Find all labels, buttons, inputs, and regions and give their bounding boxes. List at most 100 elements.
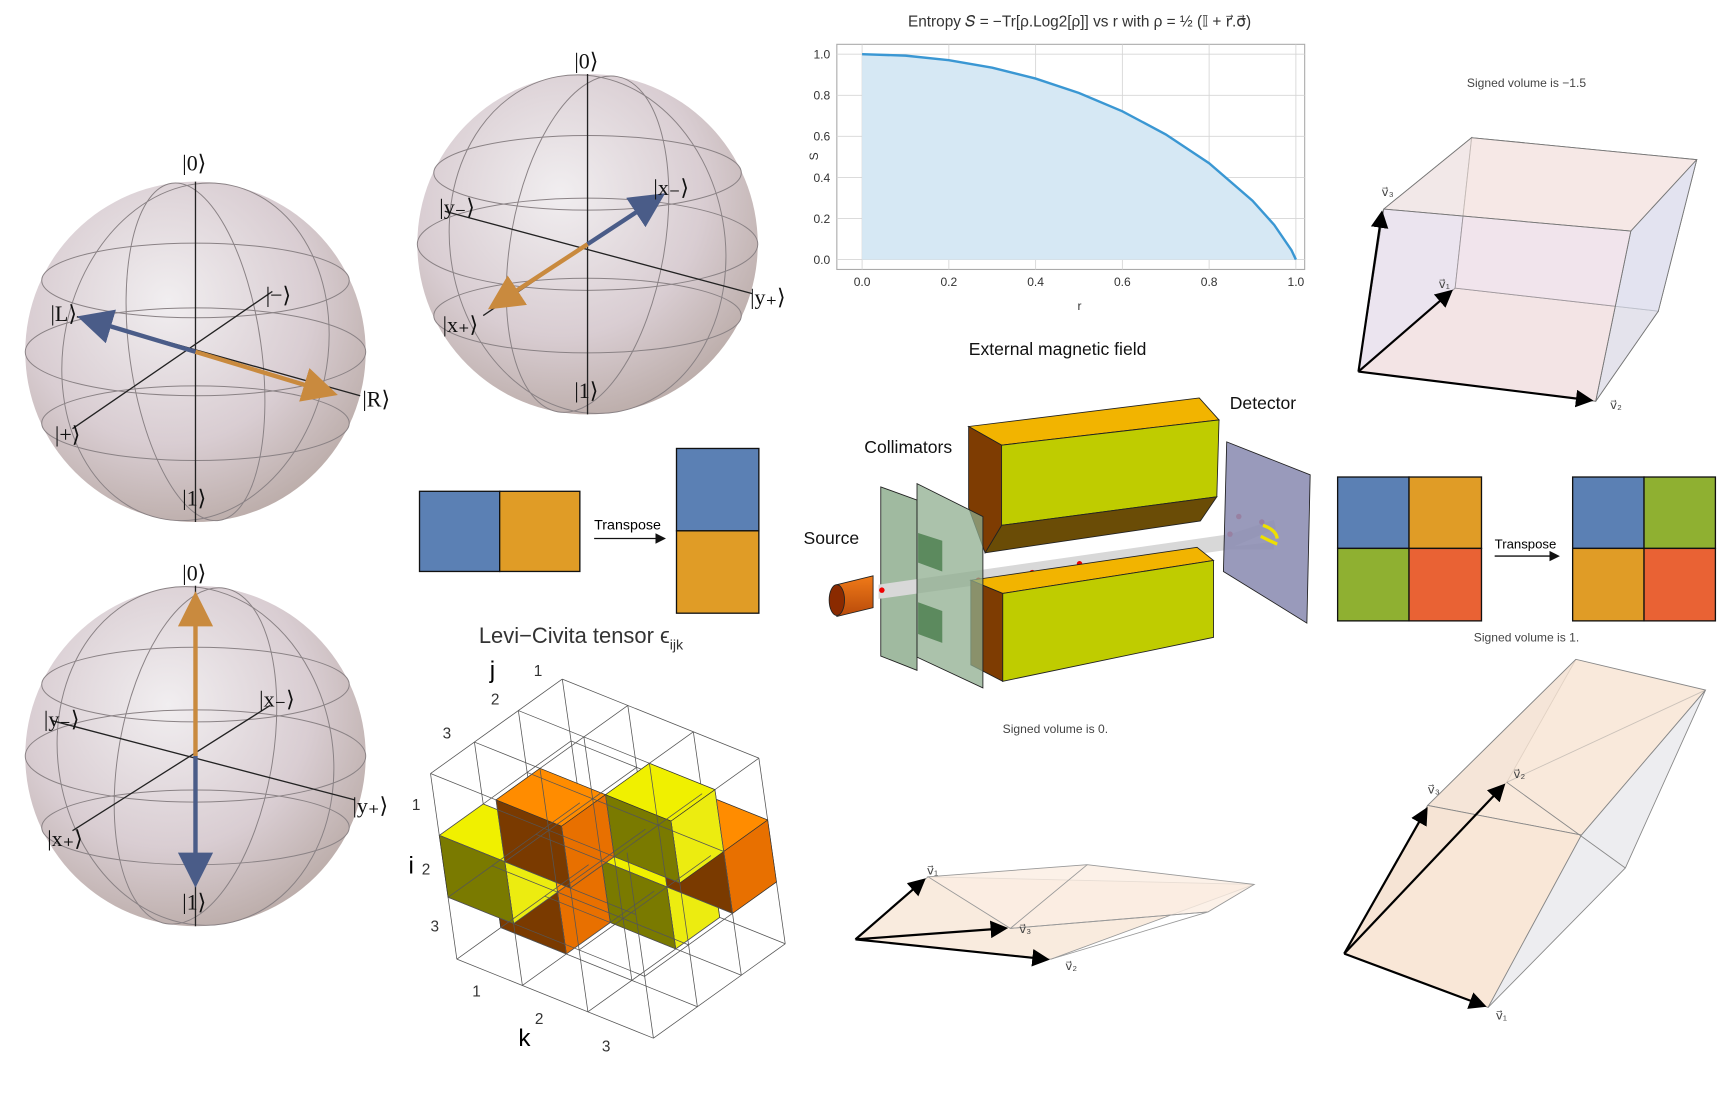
bloch-sphere-2: |0⟩ |1⟩ |y₋⟩ |y₊⟩ |x₋⟩ |x₊⟩ [416,48,786,415]
matrix-cell-11-transposed [1571,476,1645,550]
axis-i-label: i [409,852,414,879]
transpose-label: Transpose [1495,536,1557,551]
ket-x-plus-label: |x₊⟩ [443,312,479,337]
grid-line [583,736,611,923]
grid-line [670,821,698,1007]
i-tick-3: 3 [431,919,440,936]
x-tick-label: 0.8 [1201,275,1218,289]
grid-line [714,789,742,976]
vector-v2-arrow [1358,370,1594,408]
k-tick-2: 2 [535,1011,544,1028]
grid-line [491,865,689,946]
parallelepiped-negative-volume: Signed volume is −1.5 v⃗₃ v⃗₁ v⃗₂ [1357,76,1698,412]
grid-line [578,855,712,951]
y-tick-label: 0.6 [813,130,830,144]
v2-label: v⃗₂ [1513,767,1525,781]
entropy-curve [862,52,1297,261]
parallelepiped-positive-volume: v⃗₁ v⃗₃ v⃗₂ [1343,658,1707,1023]
grid-line [626,852,654,1039]
ket-y-minus-label: |y₋⟩ [44,706,80,731]
v3-label: v⃗₃ [1428,782,1440,796]
i-tick-1: 1 [412,797,421,814]
grid-line [535,833,733,914]
x-tick-label: 0.4 [1027,275,1044,289]
matrix-cell-11 [1336,476,1410,550]
vector-v1-arrow [1357,289,1453,373]
collimator-slit [918,533,943,572]
axis-j-label: j [489,657,495,684]
ket-plus-label: |+⟩ [55,422,80,447]
matrix-cell-12 [1408,476,1483,550]
levi-civita-title: Levi−Civita tensor ϵijk [479,623,684,654]
tensor-cubes [438,762,777,955]
parallelepiped-caption-zero: Signed volume is 0. [1003,722,1108,736]
matrix-cell-22-transposed [1643,547,1717,622]
levi-civita-tensor-plot: Levi−Civita tensor ϵijk j i k 1 2 3 1 2 … [409,623,786,1055]
grid-line [447,802,581,898]
x-axis-label: r [1078,299,1082,313]
v2-label: v⃗₂ [1610,398,1622,412]
k-tick-3: 3 [602,1038,611,1055]
bloch-sphere-3: |0⟩ |1⟩ |y₋⟩ |y₊⟩ |x₋⟩ |x₊⟩ [24,560,389,927]
particle-source [828,575,874,618]
y-axis-label: S [807,152,821,160]
y-tick-label: 0.8 [813,89,830,103]
state-vector-arrow-R [194,349,338,402]
ket-y-plus-label: |y₊⟩ [353,793,389,818]
v3-label: v⃗₃ [1382,185,1394,199]
grid-line [570,793,703,889]
v3-label: v⃗₃ [1019,922,1031,936]
ket-x-minus-label: |x₋⟩ [259,687,295,712]
matrix-cell-a-transposed [675,447,760,532]
collimator-slit [918,602,943,643]
y-tick-label: 0.0 [813,253,830,267]
grid-line [500,927,698,1008]
v1-label: v⃗₁ [927,864,938,878]
state-vector-arrow-L [77,309,197,354]
transpose-2x2-diagram: Transpose Signed volume is 1. [1336,476,1717,645]
v2-label: v⃗₂ [1065,959,1077,973]
ket-0-label: |0⟩ [574,48,598,73]
x-tick-label: 0.2 [940,275,957,289]
transpose-1x2-diagram: Transpose [418,447,760,614]
vector-v3-arrow [1343,807,1428,955]
grid-line [447,896,645,977]
grid-line [522,890,655,986]
grid-line [605,794,633,981]
collimators-label: Collimators [864,437,952,457]
grid-line [649,763,677,949]
ket-0-label: |0⟩ [182,560,206,585]
grid-line [495,799,523,986]
matrix-cell-b-transposed [675,530,760,614]
tensor-grid-front [439,736,742,1039]
entropy-chart: Entropy 𝑆 = −Tr[ρ.Log2[ρ]] vs r with ρ =… [807,14,1306,313]
ket-1-label: |1⟩ [182,890,206,915]
j-tick-2: 2 [491,691,500,708]
matrix-cell-22 [1408,547,1483,622]
i-tick-2: 2 [422,862,431,879]
ket-R-label: |R⟩ [362,387,390,412]
ket-L-label: |L⟩ [51,301,77,326]
v1-label: v⃗₁ [1439,277,1450,291]
vector-v2-arrow [855,938,1050,967]
ket-0-label: |0⟩ [182,151,206,176]
x-tick-label: 0.0 [854,275,871,289]
grid-line [587,917,720,1013]
matrix-cell-21-transposed [1571,547,1645,622]
grid-line [513,828,646,924]
vector-v3-arrow [855,920,1009,941]
stern-gerlach-apparatus: External magnetic field Detector Collima… [804,339,1311,736]
upper-magnet [967,397,1220,554]
vector-v1-arrow [854,878,926,941]
state-vector-arrow-x-plus [487,242,589,310]
k-tick-1: 1 [472,983,481,1000]
x-tick-label: 0.6 [1114,275,1131,289]
matrix-cell-21 [1336,547,1410,622]
matrix-cell-12-transposed [1643,476,1717,550]
grid-line [430,678,563,774]
parallelepiped-zero-volume: v⃗₁ v⃗₃ v⃗₂ [854,864,1256,973]
ket-x-minus-label: |x₋⟩ [653,175,689,200]
grid-line [456,864,589,960]
ket-y-minus-label: |y₋⟩ [439,195,475,220]
